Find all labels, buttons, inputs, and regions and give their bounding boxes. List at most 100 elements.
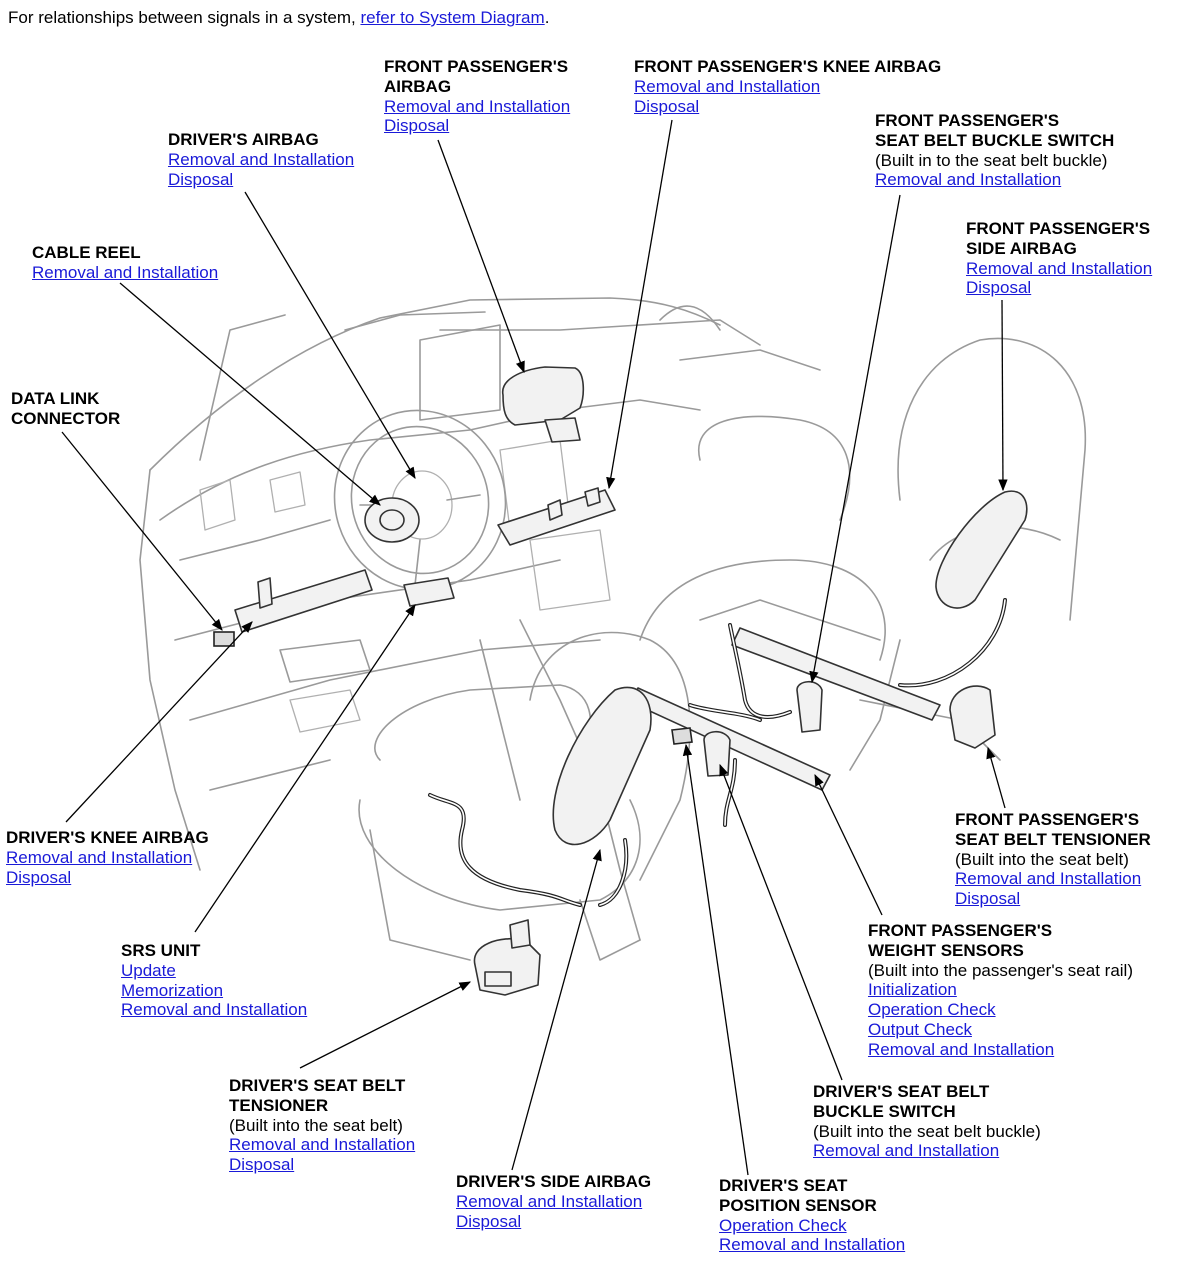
- removal-installation-link[interactable]: Removal and Installation: [966, 258, 1153, 278]
- removal-installation-link[interactable]: Removal and Installation: [168, 149, 355, 169]
- leader-drivers-seat-position-sensor: [682, 743, 749, 1176]
- removal-installation-link[interactable]: Removal and Installation: [229, 1135, 416, 1155]
- srs-unit-module: [403, 577, 455, 607]
- leader-front-passenger-airbag: [437, 139, 525, 374]
- leader-front-passenger-buckle-switch: [809, 194, 901, 684]
- operation-check-link[interactable]: Operation Check: [868, 1000, 996, 1020]
- callout-note: (Built into the passenger's seat rail): [868, 960, 1133, 980]
- drivers-seat-belt-tensioner-part: [473, 919, 541, 996]
- output-check-link[interactable]: Output Check: [868, 1019, 972, 1039]
- callout-title: FRONT PASSENGER'S: [868, 921, 1053, 940]
- disposal-link[interactable]: Disposal: [168, 169, 234, 189]
- operation-check-link[interactable]: Operation Check: [719, 1215, 847, 1235]
- callout-title: DRIVER'S KNEE AIRBAG: [6, 828, 209, 847]
- drivers-seat-position-sensor-part: [671, 727, 693, 745]
- leader-drivers-buckle-switch: [719, 763, 843, 1081]
- callout-title: FRONT PASSENGER'S: [384, 57, 569, 76]
- callout-title: DRIVER'S SEAT: [719, 1176, 848, 1195]
- callout-note: (Built into the seat belt): [229, 1115, 403, 1135]
- drivers-side-airbag-module: [552, 686, 652, 846]
- callout-note: (Built into the seat belt buckle): [813, 1121, 1041, 1141]
- removal-installation-link[interactable]: Removal and Installation: [121, 1000, 308, 1020]
- removal-installation-link[interactable]: Removal and Installation: [955, 869, 1142, 889]
- callout-front-passenger-knee-airbag: FRONT PASSENGER'S KNEE AIRBAG Removal an…: [634, 57, 941, 116]
- disposal-link[interactable]: Disposal: [456, 1211, 522, 1231]
- callout-front-passenger-tensioner: FRONT PASSENGER'S SEAT BELT TENSIONER (B…: [955, 810, 1151, 909]
- callout-title: AIRBAG: [384, 76, 452, 96]
- front-passenger-weight-sensor-rails: [629, 627, 941, 791]
- leader-cable-reel: [119, 282, 381, 506]
- memorization-link[interactable]: Memorization: [121, 980, 224, 1000]
- callout-title: POSITION SENSOR: [719, 1195, 877, 1215]
- callout-drivers-airbag: DRIVER'S AIRBAG Removal and Installation…: [168, 130, 354, 189]
- callout-title: DRIVER'S SEAT BELT: [813, 1082, 990, 1101]
- callout-title: CABLE REEL: [32, 243, 141, 262]
- callout-front-passenger-buckle-switch: FRONT PASSENGER'S SEAT BELT BUCKLE SWITC…: [875, 111, 1114, 190]
- system-diagram-reference: For relationships between signals in a s…: [8, 8, 549, 28]
- front-passenger-seat-belt-buckle: [796, 680, 823, 733]
- removal-installation-link[interactable]: Removal and Installation: [875, 170, 1062, 190]
- callout-title: DATA LINK: [11, 389, 100, 408]
- callout-note: (Built into the seat belt): [955, 849, 1129, 869]
- callout-title: SIDE AIRBAG: [966, 238, 1077, 258]
- srs-wiring-harness: [428, 598, 1007, 907]
- removal-installation-link[interactable]: Removal and Installation: [813, 1141, 1000, 1161]
- callout-title: DRIVER'S AIRBAG: [168, 130, 319, 149]
- callout-title: DRIVER'S SIDE AIRBAG: [456, 1172, 652, 1191]
- system-diagram-link[interactable]: refer to System Diagram: [360, 8, 545, 27]
- leader-srs-unit: [194, 604, 416, 933]
- leader-data-link-connector: [61, 431, 223, 631]
- callout-title: FRONT PASSENGER'S: [875, 111, 1060, 130]
- leader-lines: [61, 119, 1008, 1176]
- callout-drivers-side-airbag: DRIVER'S SIDE AIRBAG Removal and Install…: [456, 1172, 651, 1231]
- removal-installation-link[interactable]: Removal and Installation: [456, 1191, 643, 1211]
- callout-drivers-tensioner: DRIVER'S SEAT BELT TENSIONER (Built into…: [229, 1076, 415, 1175]
- disposal-link[interactable]: Disposal: [955, 889, 1021, 909]
- callout-title: FRONT PASSENGER'S KNEE AIRBAG: [634, 57, 942, 76]
- removal-installation-link[interactable]: Removal and Installation: [868, 1039, 1055, 1059]
- callout-title: SEAT BELT TENSIONER: [955, 829, 1151, 849]
- callout-cable-reel: CABLE REEL Removal and Installation: [32, 243, 218, 283]
- callout-title: BUCKLE SWITCH: [813, 1101, 956, 1121]
- disposal-link[interactable]: Disposal: [229, 1155, 295, 1175]
- removal-installation-link[interactable]: Removal and Installation: [6, 847, 193, 867]
- callout-title: FRONT PASSENGER'S: [966, 219, 1151, 238]
- intro-text: For relationships between signals in a s…: [8, 8, 361, 27]
- front-passenger-knee-airbag-module: [497, 487, 616, 546]
- callout-title: DRIVER'S SEAT BELT: [229, 1076, 406, 1095]
- front-passenger-side-airbag-module: [935, 490, 1028, 609]
- leader-front-passenger-tensioner: [986, 746, 1006, 809]
- callout-title: SEAT BELT BUCKLE SWITCH: [875, 130, 1115, 150]
- drivers-knee-airbag-module: [234, 569, 373, 633]
- leader-front-passenger-knee-airbag: [606, 119, 673, 490]
- removal-installation-link[interactable]: Removal and Installation: [634, 76, 821, 96]
- callout-data-link-connector: DATA LINK CONNECTOR: [11, 389, 120, 429]
- disposal-link[interactable]: Disposal: [384, 116, 450, 136]
- callout-front-passenger-weight-sensors: FRONT PASSENGER'S WEIGHT SENSORS (Built …: [868, 921, 1133, 1060]
- callout-drivers-knee-airbag: DRIVER'S KNEE AIRBAG Removal and Install…: [6, 828, 209, 887]
- leader-drivers-side-airbag: [511, 848, 602, 1171]
- callout-srs-unit: SRS UNIT Update Memorization Removal and…: [121, 941, 307, 1020]
- drivers-seat-belt-buckle: [703, 730, 731, 777]
- callout-front-passenger-side-airbag: FRONT PASSENGER'S SIDE AIRBAG Removal an…: [966, 219, 1152, 298]
- removal-installation-link[interactable]: Removal and Installation: [719, 1235, 906, 1255]
- disposal-link[interactable]: Disposal: [634, 96, 700, 116]
- data-link-connector-part: [213, 631, 235, 647]
- callout-title: SRS UNIT: [121, 941, 201, 960]
- removal-installation-link[interactable]: Removal and Installation: [384, 96, 571, 116]
- front-passenger-seat-belt-tensioner-part: [949, 685, 996, 749]
- vehicle-interior-outline: [139, 297, 1087, 961]
- removal-installation-link[interactable]: Removal and Installation: [32, 262, 219, 282]
- disposal-link[interactable]: Disposal: [966, 278, 1032, 298]
- leader-drivers-knee-airbag: [65, 621, 253, 823]
- update-link[interactable]: Update: [121, 960, 176, 980]
- initialization-link[interactable]: Initialization: [868, 980, 957, 1000]
- callout-front-passenger-airbag: FRONT PASSENGER'S AIRBAG Removal and Ins…: [384, 57, 570, 136]
- disposal-link[interactable]: Disposal: [6, 867, 72, 887]
- leader-drivers-tensioner: [299, 981, 472, 1069]
- intro-end: .: [544, 8, 550, 27]
- callout-title: TENSIONER: [229, 1095, 329, 1115]
- leader-drivers-airbag: [244, 191, 416, 480]
- leader-front-passenger-weight-sensors: [814, 773, 883, 916]
